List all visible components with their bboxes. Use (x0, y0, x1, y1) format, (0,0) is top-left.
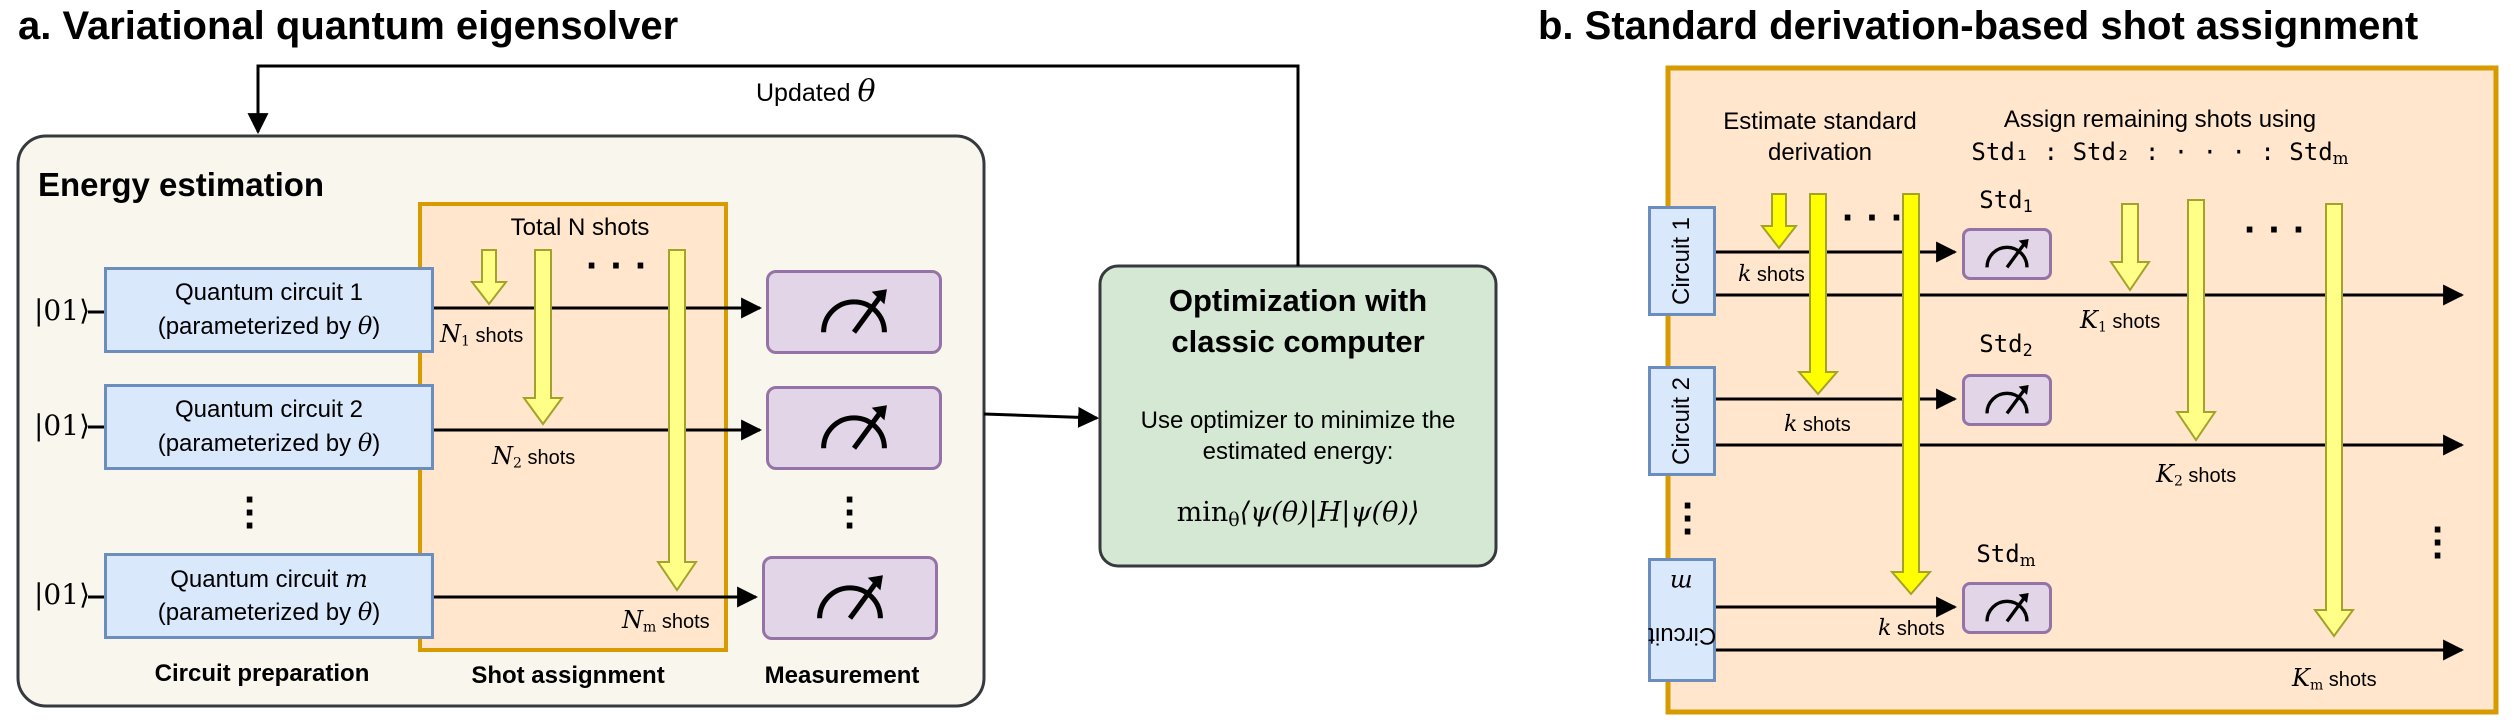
k-arrow-small (1759, 193, 1799, 250)
Km-arrow (2313, 203, 2355, 638)
ellipsis-a: · · · (586, 244, 649, 288)
estimate-std-label: Estimate standard derivation (1723, 108, 1917, 167)
measurement-2 (766, 386, 942, 470)
std-2-label: Std2 (1979, 330, 2033, 361)
meter-icon (821, 405, 887, 450)
quantum-circuit-m: Quantum circuit m (parameterized by θ) (104, 553, 434, 639)
ket-2: |01⟩ (34, 409, 90, 442)
vertical-ellipsis-b-circuits: ··· (1682, 484, 1696, 554)
assign-ratio-formula: Std₁ : Std₂ : · · · : Stdm (1971, 138, 2349, 169)
ket-1: |01⟩ (34, 294, 90, 327)
feedback-arrow (247, 64, 1300, 266)
std-1-label: Std1 (1979, 186, 2033, 217)
K2-arrow (2175, 199, 2217, 442)
meter-icon (817, 575, 883, 620)
optimization-title: Optimization with classic computer (1168, 283, 1428, 359)
circuit-preparation-label: Circuit preparation (154, 660, 370, 687)
meter-icon (1985, 385, 2029, 415)
optimization-formula: minθ⟨ψ(θ)|H|ψ(θ)⟩ (1176, 497, 1420, 531)
panel-a-title: a. Variational quantum eigensolver (18, 4, 679, 48)
k-arrow-2 (1796, 193, 1840, 396)
k-shots-2: k shots (1784, 412, 1851, 437)
circuit-m-box: Circuit m (1648, 558, 1717, 682)
nm-arrow (656, 249, 698, 592)
n1-arrow (469, 249, 509, 306)
quantum-circuit-1: Quantum circuit 1 (parameterized by θ) (104, 267, 434, 353)
updated-theta-label: Updated θ (756, 74, 876, 109)
circuit-1-box: Circuit 1 (1648, 206, 1716, 316)
vertical-ellipsis-circuits: ··· (244, 478, 258, 548)
k-shots-m: k shots (1878, 616, 1945, 641)
n2-arrow (522, 249, 564, 426)
optimizer-description: Use optimizer to minimize the estimated … (1140, 406, 1456, 465)
k-arrow-m (1889, 193, 1933, 596)
std-2-measurement (1962, 374, 2052, 426)
measurement-1 (766, 270, 942, 354)
K1-arrow (2109, 203, 2151, 292)
n1-shots-label: N1 shots (440, 320, 524, 350)
ellipsis-b-1: · · · (1842, 196, 1905, 240)
std-1-measurement (1962, 228, 2052, 280)
measurement-m (762, 556, 938, 640)
nm-shots-label: Nm shots (622, 606, 710, 636)
Km-shots-label: Km shots (2292, 664, 2377, 694)
assign-shots-label: Assign remaining shots using (2003, 106, 2317, 133)
quantum-circuit-2: Quantum circuit 2 (parameterized by θ) (104, 384, 434, 470)
meter-icon (821, 289, 887, 334)
shot-assignment-panel-b (1665, 65, 2499, 715)
total-shots-label: Total N shots (510, 214, 650, 241)
std-m-measurement (1962, 582, 2052, 634)
measurement-label: Measurement (764, 662, 920, 689)
n2-shots-label: N2 shots (492, 442, 576, 472)
meter-icon (1985, 239, 2029, 269)
vertical-ellipsis-b-right: ··· (2432, 508, 2446, 578)
vertical-ellipsis-measurement: ··· (844, 478, 858, 548)
shot-assignment-label: Shot assignment (471, 662, 665, 689)
K2-shots-label: K2 shots (2156, 460, 2237, 490)
K1-shots-label: K1 shots (2080, 306, 2161, 336)
ket-m: |01⟩ (34, 578, 90, 611)
energy-estimation-title: Energy estimation (38, 166, 325, 203)
panel-b-title: b. Standard derivation-based shot assign… (1538, 4, 2419, 48)
ellipsis-b-2: · · · (2244, 208, 2307, 252)
meter-icon (1985, 593, 2029, 623)
k-shots-1: k shots (1738, 262, 1805, 287)
std-m-label: Stdm (1976, 540, 2036, 571)
energy-to-optimizer-arrow (983, 406, 1100, 428)
circuit-2-box: Circuit 2 (1648, 366, 1716, 476)
